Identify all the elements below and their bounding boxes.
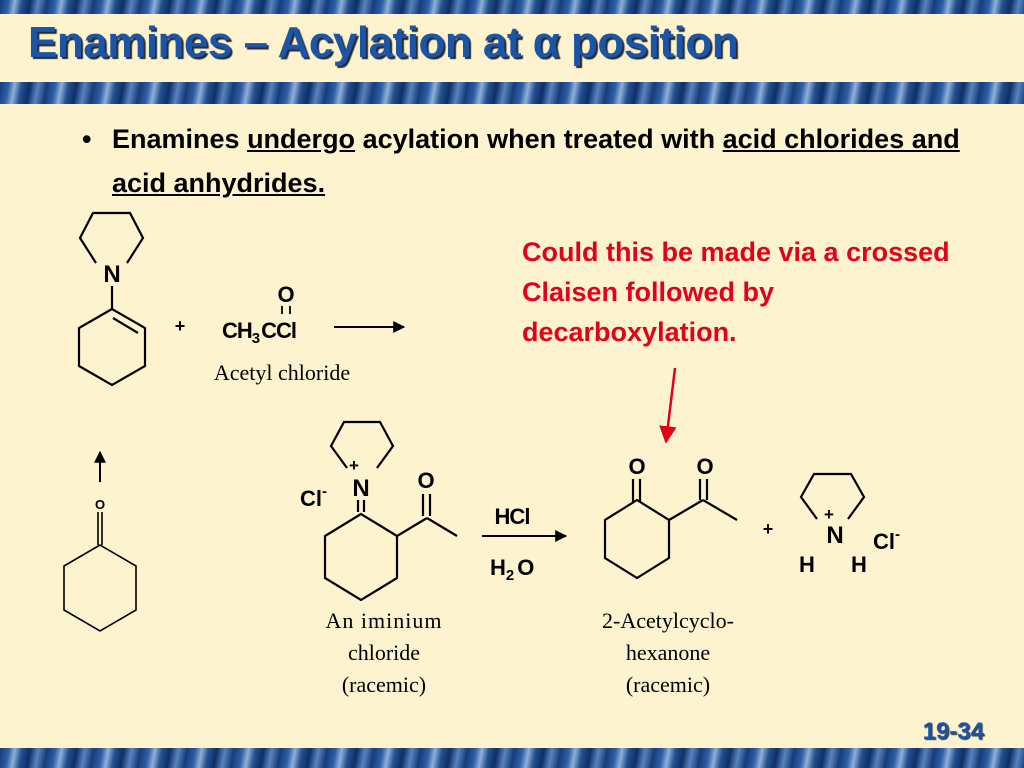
iminium-chloride-ion: Cl- bbox=[300, 483, 327, 511]
iminium-plus-charge: + bbox=[349, 456, 359, 475]
iminium-nitrogen-label: N bbox=[352, 475, 369, 502]
product-acetyl-oxygen-label: O bbox=[696, 454, 713, 479]
acetyl-oxygen-label: O bbox=[277, 282, 294, 307]
pyrrolidinium-hydrogen-left: H bbox=[799, 552, 815, 577]
iminium-caption-line-3: (racemic) bbox=[342, 672, 426, 697]
chloride-minus-charge: - bbox=[322, 483, 327, 500]
bullet-text: Enamines undergo acylation when treated … bbox=[84, 117, 964, 205]
pyrrolidinium-plus-charge: + bbox=[824, 505, 834, 524]
enamine-nitrogen-label: N bbox=[103, 261, 120, 288]
formula-subscript-3: 3 bbox=[252, 330, 260, 347]
pyrrolidinium-nitrogen-label: N bbox=[826, 522, 843, 549]
water-subscript-2: 2 bbox=[506, 567, 514, 584]
water-h: H bbox=[490, 555, 506, 580]
pyrrolidinium-structure bbox=[799, 472, 866, 520]
product-caption-line-1: 2-Acetylcyclo- bbox=[602, 608, 734, 633]
chloride-symbol: Cl bbox=[300, 486, 322, 511]
plus-sign-byproduct: + bbox=[763, 519, 774, 539]
plus-sign-reagent: + bbox=[175, 316, 186, 336]
bullet-text-undergo: undergo bbox=[247, 124, 356, 154]
product-caption-line-2: hexanone bbox=[626, 640, 710, 665]
slide-title: Enamines – Acylation at α position bbox=[28, 18, 739, 67]
acetyl-chloride-formula: CH3CCl bbox=[222, 318, 296, 347]
cyclohexanone-structure bbox=[63, 512, 137, 632]
formula-ch: CH bbox=[222, 318, 252, 343]
iminium-caption-line-2: chloride bbox=[348, 640, 420, 665]
footer-stripe-band bbox=[0, 748, 1024, 768]
byproduct-chloride-symbol: Cl bbox=[873, 529, 895, 554]
bullet-text-part-3: acylation when treated with bbox=[355, 124, 723, 154]
bullet-marker: • bbox=[82, 124, 92, 154]
product-ketone-oxygen-label: O bbox=[628, 454, 645, 479]
header-stripe-band bbox=[0, 0, 1024, 14]
red-pointer-arrow bbox=[659, 367, 677, 444]
claisen-question-note: Could this be made via a crossed Claisen… bbox=[522, 237, 950, 347]
iminium-structure bbox=[323, 420, 458, 602]
bullet-point: • Enamines undergo acylation when treate… bbox=[82, 117, 964, 205]
formula-ccl: CCl bbox=[261, 318, 296, 343]
pyrrolidinium-chloride-ion: Cl- bbox=[873, 526, 900, 554]
iminium-caption-line-1: An iminium bbox=[326, 608, 443, 633]
product-structure bbox=[603, 479, 738, 580]
cyclohexanone-oxygen-label: O bbox=[95, 497, 105, 512]
bullet-text-reagents: acid chlorides and acid anhydrides. bbox=[112, 124, 960, 198]
product-caption-line-3: (racemic) bbox=[626, 672, 710, 697]
acetyl-chloride-caption: Acetyl chloride bbox=[214, 360, 350, 385]
pyrrolidinium-hydrogen-right: H bbox=[851, 552, 867, 577]
page-number: 19-34 bbox=[922, 718, 984, 745]
condition-hcl: HCl bbox=[495, 504, 530, 529]
bullet-text-part-1: Enamines bbox=[112, 124, 248, 154]
title-stripe-band bbox=[0, 82, 1024, 104]
enamine-structure bbox=[77, 211, 147, 387]
iminium-oxygen-label: O bbox=[417, 468, 434, 493]
acetyl-carbonyl-bond bbox=[281, 306, 291, 314]
byproduct-chloride-minus: - bbox=[895, 526, 900, 543]
water-o: O bbox=[517, 555, 534, 580]
